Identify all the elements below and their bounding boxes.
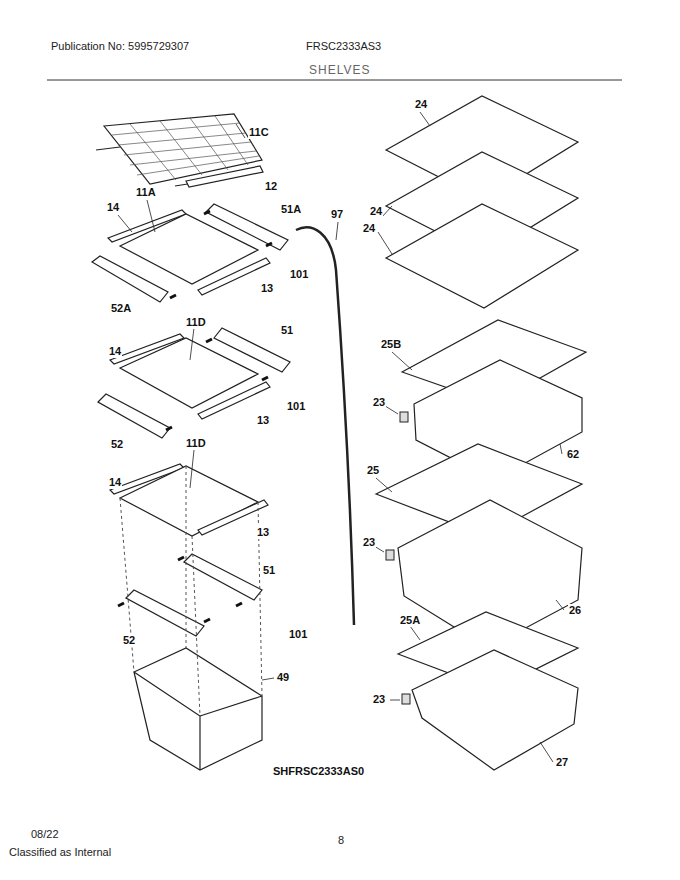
callout-number: 24 bbox=[369, 205, 383, 218]
callout-number: 11A bbox=[135, 186, 157, 199]
callout-number: SHFRSC2333AS0 bbox=[272, 765, 365, 778]
page-note: Publication No: 5995729307 bbox=[50, 40, 190, 53]
callout-number: 23 bbox=[372, 396, 386, 409]
page-note: FRSC2333AS3 bbox=[305, 40, 382, 53]
callout-number: 51 bbox=[280, 324, 294, 337]
callout-number: 23 bbox=[372, 693, 386, 706]
callout-number: 51 bbox=[262, 564, 276, 577]
page-note: 8 bbox=[337, 834, 345, 847]
callout-number: 52A bbox=[110, 302, 132, 315]
callout-number: 49 bbox=[276, 671, 290, 684]
callout-number: 52 bbox=[110, 438, 124, 451]
callout-number: 25 bbox=[366, 464, 380, 477]
callout-number: 14 bbox=[108, 476, 122, 489]
page-note: 08/22 bbox=[30, 828, 60, 841]
callout-number: 13 bbox=[256, 414, 270, 427]
callout-number: 26 bbox=[568, 604, 582, 617]
callout-number: 12 bbox=[264, 180, 278, 193]
callout-number: 11D bbox=[185, 437, 207, 450]
page-title: SHELVES bbox=[308, 64, 371, 77]
callout-number: 101 bbox=[288, 628, 308, 641]
callout-number: 14 bbox=[106, 201, 120, 214]
callout-number: 62 bbox=[566, 448, 580, 461]
callout-number: 13 bbox=[260, 282, 274, 295]
callout-number: 23 bbox=[362, 536, 376, 549]
callout-number: 24 bbox=[414, 98, 428, 111]
callout-number: 51A bbox=[280, 203, 302, 216]
callout-number: 24 bbox=[362, 222, 376, 235]
callout-number: 14 bbox=[108, 345, 122, 358]
callout-number: 25B bbox=[380, 338, 402, 351]
callout-number: 13 bbox=[256, 526, 270, 539]
callout-number: 11D bbox=[185, 316, 207, 329]
callout-number: 25A bbox=[399, 614, 421, 627]
page-note: Classified as Internal bbox=[8, 846, 112, 859]
callout-number: 52 bbox=[122, 634, 136, 647]
callout-number: 97 bbox=[330, 208, 344, 221]
callout-number: 101 bbox=[286, 400, 306, 413]
callout-number: 11C bbox=[248, 126, 270, 139]
callout-number: 27 bbox=[555, 756, 569, 769]
callout-number: 101 bbox=[289, 268, 309, 281]
